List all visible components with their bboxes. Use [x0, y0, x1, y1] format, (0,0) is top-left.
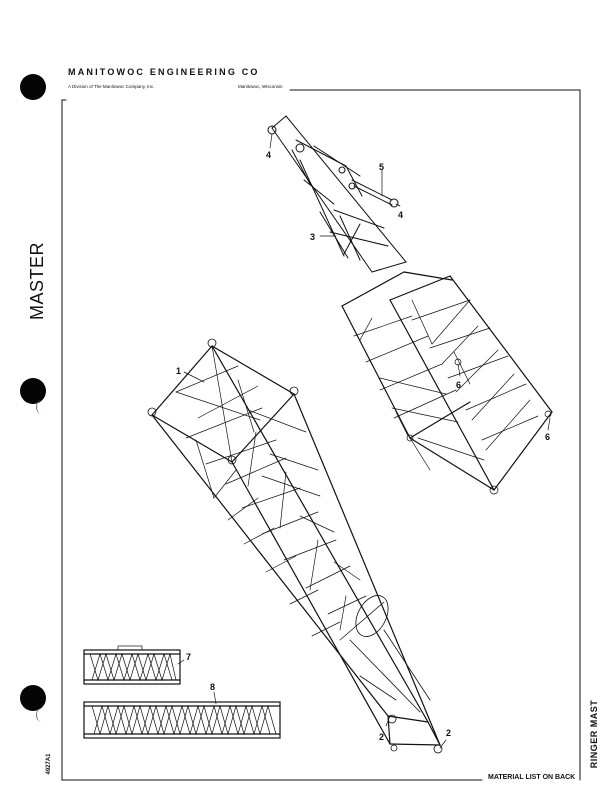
callout-leaders [177, 133, 551, 749]
binder-hole-bottom [20, 685, 46, 711]
mast-top-item-3 [267, 115, 407, 273]
long-section-item-8 [83, 701, 281, 739]
boom-lacing [175, 345, 385, 641]
callout-2b: 2 [446, 728, 451, 738]
callout-7: 7 [186, 652, 191, 662]
callout-3: 3 [310, 232, 315, 242]
callout-1: 1 [176, 366, 181, 376]
callout-8: 8 [210, 682, 215, 692]
short-section-item-7 [83, 645, 181, 685]
binder-hole-top [20, 74, 46, 100]
top-pin-item-5 [351, 179, 399, 208]
callout-numbers: 1 2 2 3 4 4 5 6 6 7 8 [176, 150, 550, 742]
center-section-lacing [353, 299, 552, 495]
callout-2a: 2 [379, 732, 384, 742]
page-frame [61, 89, 581, 781]
callout-4a: 4 [266, 150, 271, 160]
callout-4b: 4 [398, 210, 403, 220]
callout-6a: 6 [456, 380, 461, 390]
callout-5: 5 [379, 162, 384, 172]
tapered-boom-item-1 [151, 345, 441, 746]
division-line: A Division of The Manitowoc Company, Inc… [68, 84, 155, 89]
hole-shadow-middle [36, 400, 47, 414]
city-line: Manitowoc, Wisconsin [238, 84, 283, 89]
material-list-note: MATERIAL LIST ON BACK [488, 774, 576, 781]
boom-bottom-section [147, 338, 443, 754]
callout-6b: 6 [545, 432, 550, 442]
binder-hole-middle [20, 378, 46, 404]
hole-shadow-bottom [36, 708, 47, 722]
company-name: MANITOWOC ENGINEERING CO [68, 67, 260, 77]
center-section-item-6 [341, 271, 553, 491]
